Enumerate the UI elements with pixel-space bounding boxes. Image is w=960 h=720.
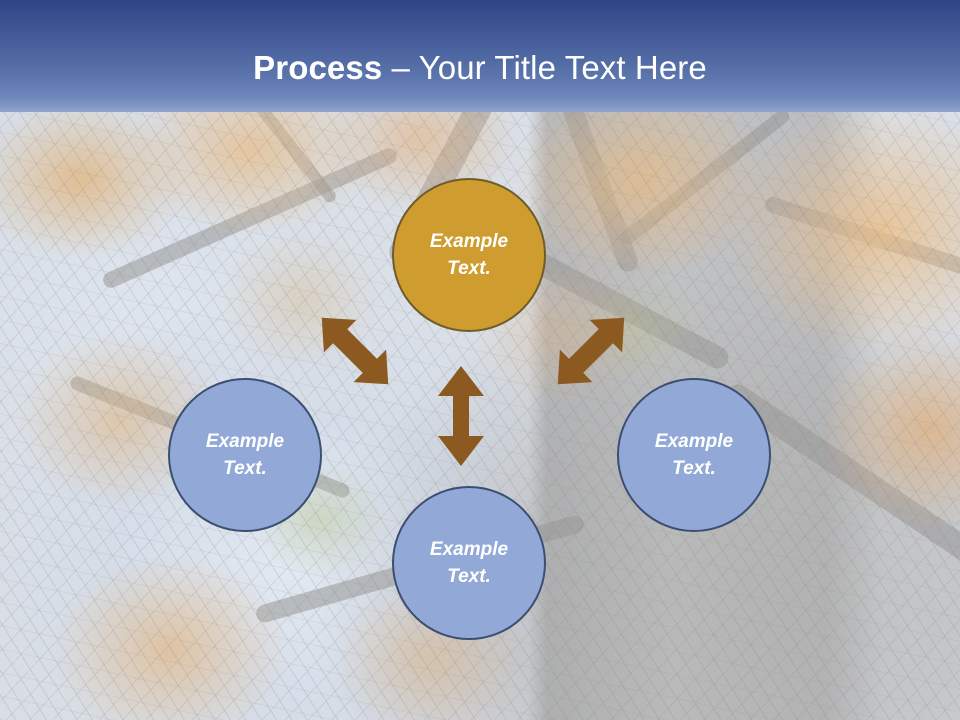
process-node-left-label-line1: Example [205,431,285,452]
process-node-right-label-line1: Example [654,431,734,452]
process-node-bottom-label-line2: Text. [447,566,491,587]
process-node-bottom[interactable]: Example Text. [392,486,546,640]
process-node-right-label-line2: Text. [672,458,716,479]
page-title-emphasis: Process [253,49,383,86]
connector-top-left-arrow[interactable] [300,296,410,406]
process-node-top-label: Example Text. [416,228,522,282]
process-node-right[interactable]: Example Text. [617,378,771,532]
page-title: Process – Your Title Text Here [0,48,960,88]
process-node-top-label-line1: Example [429,231,509,252]
process-node-right-label: Example Text. [641,428,747,482]
process-node-bottom-label: Example Text. [416,536,522,590]
process-node-bottom-label-line1: Example [429,539,509,560]
title-banner [0,0,960,112]
process-node-top[interactable]: Example Text. [392,178,546,332]
connector-top-bottom-arrow[interactable] [432,362,490,470]
process-node-left-label-line2: Text. [223,458,267,479]
page-title-rest: – Your Title Text Here [382,49,707,86]
process-node-top-label-line2: Text. [447,258,491,279]
process-node-left[interactable]: Example Text. [168,378,322,532]
process-node-left-label: Example Text. [192,428,298,482]
connector-top-right-arrow[interactable] [536,296,646,406]
